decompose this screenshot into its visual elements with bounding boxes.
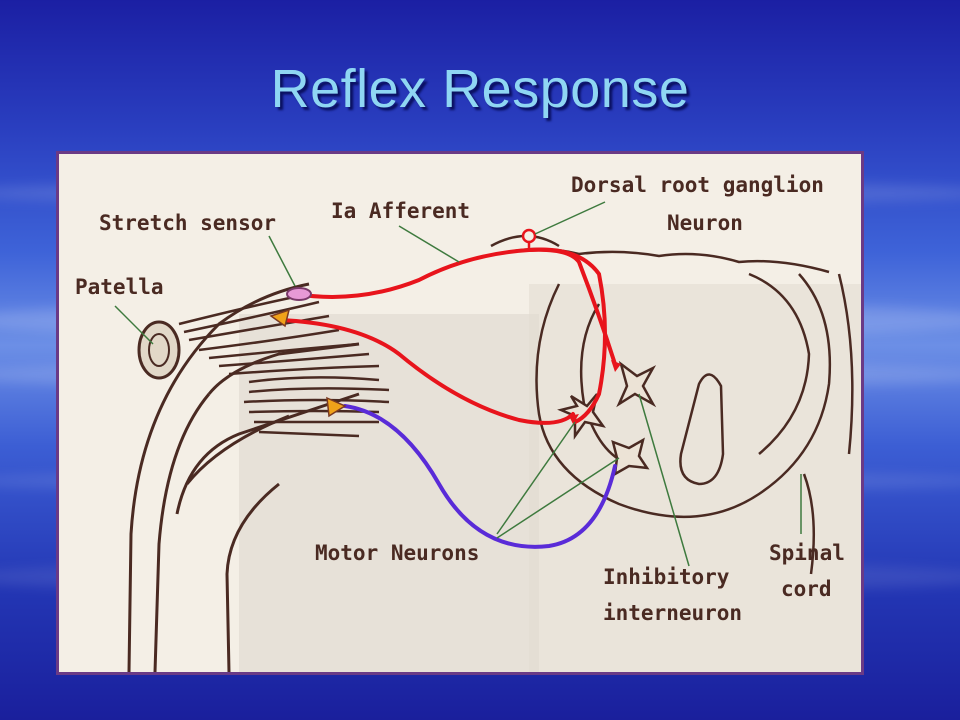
synapse-terminals bbox=[569, 360, 621, 424]
knee-joint bbox=[127, 282, 360, 672]
label-drg-line1: Dorsal root ganglion bbox=[571, 173, 824, 197]
label-spinal-line1: Spinal bbox=[769, 541, 845, 565]
motor-terminal-arrow bbox=[326, 396, 347, 418]
slide-title: Reflex Response bbox=[270, 59, 690, 119]
label-spinal-line2: cord bbox=[781, 577, 832, 601]
reflex-diagram: Stretch sensor Ia Afferent Dorsal root g… bbox=[56, 151, 864, 675]
label-stretch-sensor: Stretch sensor bbox=[99, 211, 276, 235]
motor-axon-pathway bbox=[343, 404, 617, 549]
spinal-cord bbox=[498, 247, 854, 575]
label-patella: Patella bbox=[75, 275, 164, 299]
diagram-canvas: Stretch sensor Ia Afferent Dorsal root g… bbox=[75, 173, 861, 672]
patella-bone bbox=[137, 320, 181, 380]
label-drg-line2: Neuron bbox=[667, 211, 743, 235]
ia-afferent-pathway bbox=[279, 247, 617, 425]
afferent-terminal-arrow bbox=[269, 308, 291, 328]
label-pointers bbox=[114, 201, 802, 567]
inhibitory-interneuron-cell bbox=[616, 360, 657, 408]
stretch-sensor-organ bbox=[286, 287, 312, 301]
dorsal-root-ganglion-neuron bbox=[490, 228, 560, 248]
label-inhibitory-line2: interneuron bbox=[603, 601, 742, 625]
motor-neuron-cell-lower bbox=[611, 437, 650, 477]
label-ia-afferent: Ia Afferent bbox=[331, 199, 470, 223]
leg-shading bbox=[239, 314, 539, 672]
label-inhibitory-line1: Inhibitory bbox=[603, 565, 730, 589]
label-motor-neurons: Motor Neurons bbox=[315, 541, 479, 565]
